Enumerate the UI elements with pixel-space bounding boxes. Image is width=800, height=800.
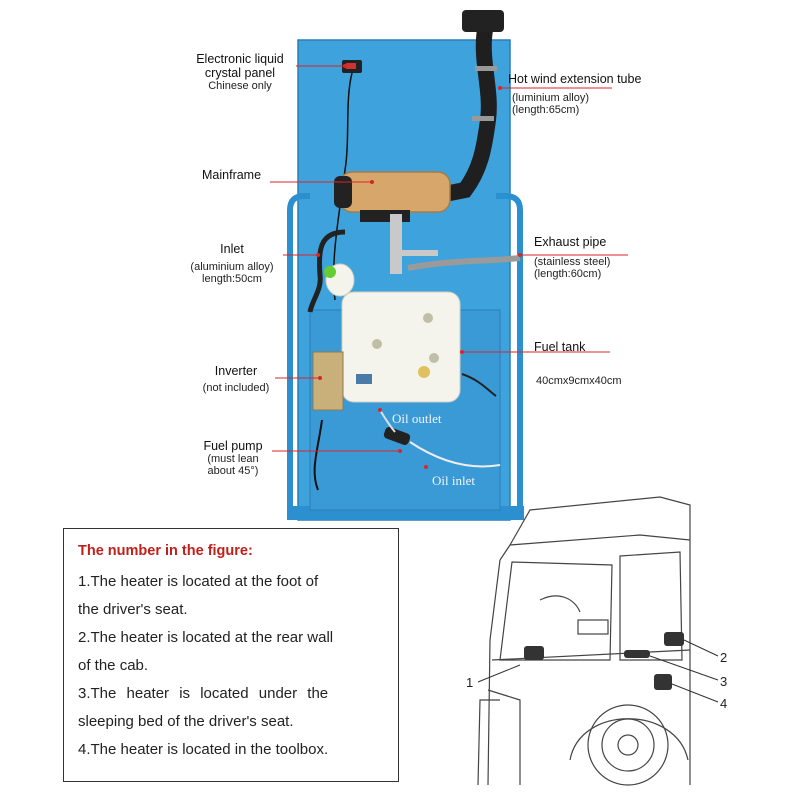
hot-wind-tube-length: (length:65cm): [512, 104, 580, 116]
info-line-2: the driver's seat.: [78, 601, 188, 618]
exhaust-pipe-material: (stainless steel): [534, 256, 611, 268]
oil-inlet-label: Oil inlet: [432, 473, 475, 488]
hot-wind-tube-material: (luminium alloy): [512, 92, 590, 104]
fuel-pump-icon: [383, 427, 411, 445]
inverter-label: Inverter (not included): [194, 364, 278, 394]
exhaust-pipe-icon: [407, 255, 521, 271]
mainframe-icon: [339, 171, 451, 213]
inverter-title: Inverter: [214, 364, 258, 378]
fuel-tank-size: 40cmx9cmx40cm: [536, 375, 622, 387]
lcd-panel-note: Chinese only: [208, 80, 272, 92]
info-box-title: The number in the figure:: [78, 543, 253, 559]
fuel-tank-icon: [341, 291, 461, 403]
info-line-6: sleeping bed of the driver's seat.: [78, 713, 294, 730]
truck-number-3: 3: [720, 674, 728, 689]
fuel-pump-title: Fuel pump: [203, 439, 263, 453]
fuel-pump-label: Fuel pump (must lean about 45°): [196, 439, 270, 477]
truck-heater-markers: [524, 632, 684, 690]
inlet-material: (aluminium alloy): [190, 261, 274, 273]
lcd-panel-title-2: crystal panel: [204, 66, 276, 80]
inlet-length: length:50cm: [202, 273, 262, 285]
inverter-icon: [312, 351, 344, 411]
info-line-7: 4.The heater is located in the toolbox.: [78, 741, 329, 758]
lcd-panel-title-1: Electronic liquid: [196, 52, 284, 66]
info-line-4: of the cab.: [78, 657, 149, 674]
hot-wind-tube-label: Hot wind extension tube (luminium alloy)…: [508, 72, 641, 116]
fuel-pump-note-1: (must lean: [207, 453, 259, 465]
info-line-3: 2.The heater is located at the rear wall: [78, 629, 334, 646]
truck-number-1: 1: [466, 675, 474, 690]
truck-number-2: 2: [720, 650, 728, 665]
truck-number-4: 4: [720, 696, 728, 711]
info-line-1: 1.The heater is located at the foot of: [78, 573, 319, 590]
inlet-label: Inlet (aluminium alloy) length:50cm: [180, 242, 284, 285]
truck-cab-drawing: [477, 496, 691, 786]
fuel-tank-label: Fuel tank: [534, 340, 586, 354]
frame-left-rail: [287, 193, 310, 520]
leader-lines: [270, 65, 628, 452]
fuel-pump-note-2: about 45°): [207, 465, 259, 477]
lcd-panel-label: Electronic liquid crystal panel Chinese …: [184, 52, 296, 92]
frame-right-rail: [496, 193, 523, 520]
inlet-tube-icon: [307, 229, 346, 313]
info-line-5: 3.The heater is located under the: [78, 685, 329, 702]
inlet-title: Inlet: [220, 242, 244, 256]
mainframe-label: Mainframe: [202, 168, 262, 182]
exhaust-pipe-label: Exhaust pipe (stainless steel) (length:6…: [534, 235, 610, 280]
exhaust-pipe-length: (length:60cm): [534, 268, 602, 280]
oil-outlet-label: Oil outlet: [392, 411, 442, 426]
exhaust-pipe-title: Exhaust pipe: [534, 235, 607, 249]
inverter-note: (not included): [202, 382, 270, 394]
info-box: The number in the figure: 1.The heater i…: [63, 528, 399, 782]
hot-wind-tube-title: Hot wind extension tube: [508, 72, 642, 86]
